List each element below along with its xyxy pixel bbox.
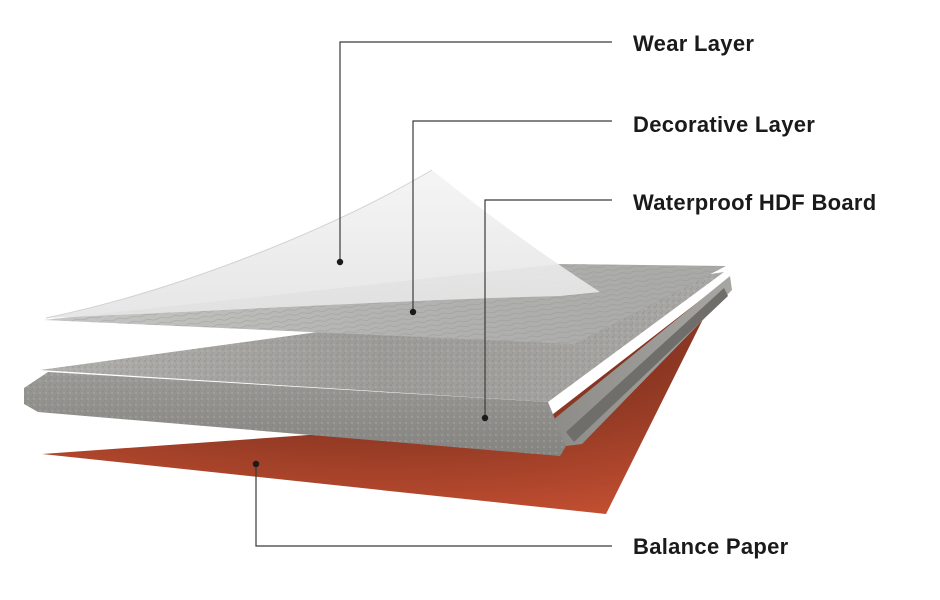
label-waterproof-hdf-board: Waterproof HDF Board <box>633 190 877 215</box>
leader-dot-deco <box>409 308 417 316</box>
leader-line-deco <box>412 120 612 312</box>
leader-line-hdf <box>484 199 612 418</box>
leader-dot-wear <box>336 258 344 266</box>
hdf-board-right-edge <box>548 276 732 446</box>
hdf-board-front-edge-speckle <box>24 372 566 456</box>
wear-layer <box>45 169 600 319</box>
leader-dot-balance <box>252 460 260 468</box>
label-wear-layer: Wear Layer <box>633 31 755 56</box>
wear-layer-film <box>46 170 600 318</box>
leader-line-balance <box>255 464 612 547</box>
label-balance-paper: Balance Paper <box>633 534 789 559</box>
balance-paper-sheet <box>42 285 720 514</box>
hdf-board-groove <box>566 288 728 442</box>
leader-dots <box>252 258 489 468</box>
leader-line-wear <box>339 41 612 262</box>
leader-dot-hdf <box>481 414 489 422</box>
balance-paper-layer <box>42 285 720 514</box>
label-decorative-layer: Decorative Layer <box>633 112 816 137</box>
wear-layer-film-edge <box>45 169 433 319</box>
leader-lines <box>255 41 612 547</box>
